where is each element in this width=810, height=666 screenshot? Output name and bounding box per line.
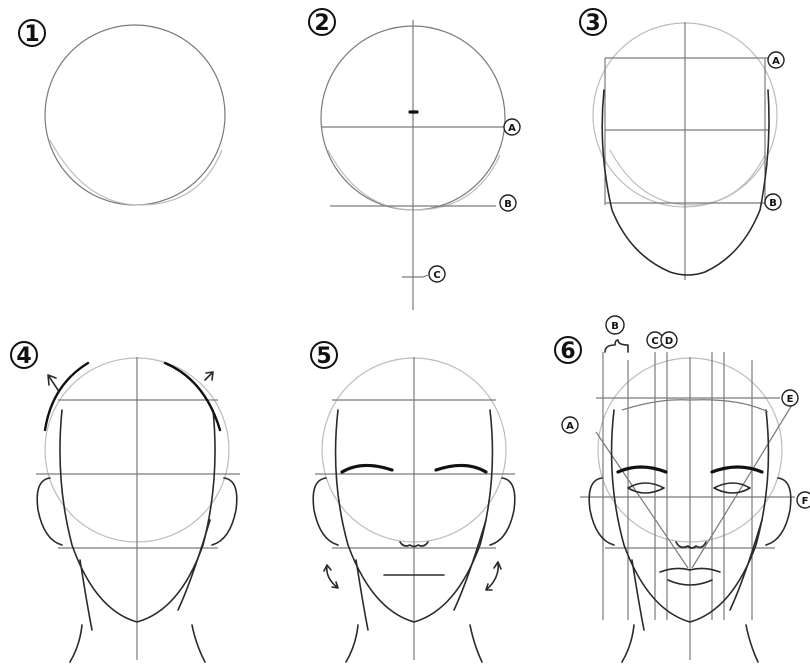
step-6-diagonal-right bbox=[692, 400, 795, 568]
step-5-neck-right bbox=[470, 625, 482, 662]
step-6-brace-b bbox=[605, 340, 628, 352]
step-5-badge: 5 bbox=[311, 342, 337, 369]
step-5-number: 5 bbox=[316, 344, 331, 369]
step-4-neck-right bbox=[192, 625, 205, 662]
svg-text:B: B bbox=[769, 198, 777, 209]
step-6-number: 6 bbox=[560, 339, 575, 364]
step-3-number: 3 bbox=[585, 11, 600, 36]
step-1-circle-sketch-line bbox=[50, 140, 222, 205]
step-5-panel: 5 bbox=[311, 342, 515, 662]
step-4-panel: 4 bbox=[11, 342, 240, 662]
step-6-right-ear bbox=[766, 478, 791, 545]
step-6-right-cheek-line bbox=[730, 520, 762, 610]
step-6-right-eye bbox=[714, 483, 750, 493]
step-5-left-ear bbox=[313, 478, 338, 545]
step-4-number: 4 bbox=[16, 344, 31, 369]
step-2-badge: 2 bbox=[309, 9, 335, 36]
step-1-head-circle bbox=[45, 25, 225, 205]
step-2-tag-a: A bbox=[504, 119, 520, 135]
step-3-tag-a: A bbox=[768, 52, 784, 68]
step-4-badge: 4 bbox=[11, 342, 37, 369]
step-3-tag-b: B bbox=[765, 194, 781, 210]
step-2-circle-sketch-line bbox=[328, 150, 500, 210]
svg-text:A: A bbox=[566, 421, 574, 432]
step-6-neck-left bbox=[622, 625, 634, 662]
step-5-right-curved-arrow-icon bbox=[486, 562, 501, 590]
step-6-nose bbox=[676, 542, 706, 548]
svg-text:C: C bbox=[651, 336, 658, 347]
step-2-number: 2 bbox=[314, 11, 329, 36]
step-6-neck-right bbox=[746, 625, 758, 662]
step-3-panel: 3 A B bbox=[580, 9, 784, 280]
step-6-left-ear bbox=[589, 478, 614, 545]
step-4-right-arrow-icon bbox=[205, 372, 213, 380]
step-5-left-curved-arrow-icon bbox=[324, 565, 338, 588]
step-6-tag-b: B bbox=[606, 316, 624, 334]
step-3-badge: 3 bbox=[580, 9, 606, 36]
step-4-left-arrow-icon bbox=[48, 375, 58, 390]
step-1-number: 1 bbox=[24, 22, 39, 47]
step-6-hairline-curve bbox=[622, 400, 768, 412]
step-2-tag-b: B bbox=[500, 195, 516, 211]
svg-text:A: A bbox=[508, 123, 516, 134]
step-5-right-ear bbox=[490, 478, 515, 545]
step-4-right-ear bbox=[212, 478, 237, 545]
step-4-neck-left bbox=[70, 625, 82, 662]
step-6-badge: 6 bbox=[555, 337, 581, 364]
step-1-panel: 1 bbox=[19, 20, 225, 205]
step-6-tag-a: A bbox=[562, 417, 578, 433]
step-6-tag-e: E bbox=[782, 390, 798, 406]
svg-text:B: B bbox=[611, 321, 619, 332]
svg-text:D: D bbox=[665, 336, 673, 347]
step-3-circle-sketch-line bbox=[610, 150, 765, 205]
step-5-right-eyebrow bbox=[436, 465, 486, 472]
svg-text:F: F bbox=[802, 496, 809, 507]
step-1-badge: 1 bbox=[19, 20, 45, 47]
step-6-tag-f: F bbox=[797, 492, 810, 508]
step-6-panel: 6 B bbox=[555, 316, 810, 662]
step-4-left-head-width-arc bbox=[45, 363, 88, 430]
step-6-left-eyebrow bbox=[618, 467, 666, 472]
step-4-left-ear bbox=[37, 478, 62, 545]
step-6-right-eyebrow bbox=[712, 467, 762, 472]
svg-text:C: C bbox=[433, 270, 440, 281]
step-5-left-eyebrow bbox=[342, 465, 392, 472]
step-6-tag-d: D bbox=[661, 332, 677, 348]
step-5-left-cheek-line bbox=[356, 560, 368, 630]
svg-text:A: A bbox=[772, 56, 780, 67]
svg-text:E: E bbox=[787, 394, 794, 405]
step-2-tag-c: C bbox=[423, 266, 445, 282]
step-5-neck-left bbox=[346, 625, 358, 662]
step-6-left-cheek-line bbox=[632, 560, 644, 630]
svg-text:B: B bbox=[504, 199, 512, 210]
step-5-right-cheek-line bbox=[454, 520, 486, 610]
step-2-panel: 2 A B C bbox=[309, 9, 520, 310]
step-4-left-cheek-line bbox=[80, 560, 92, 630]
